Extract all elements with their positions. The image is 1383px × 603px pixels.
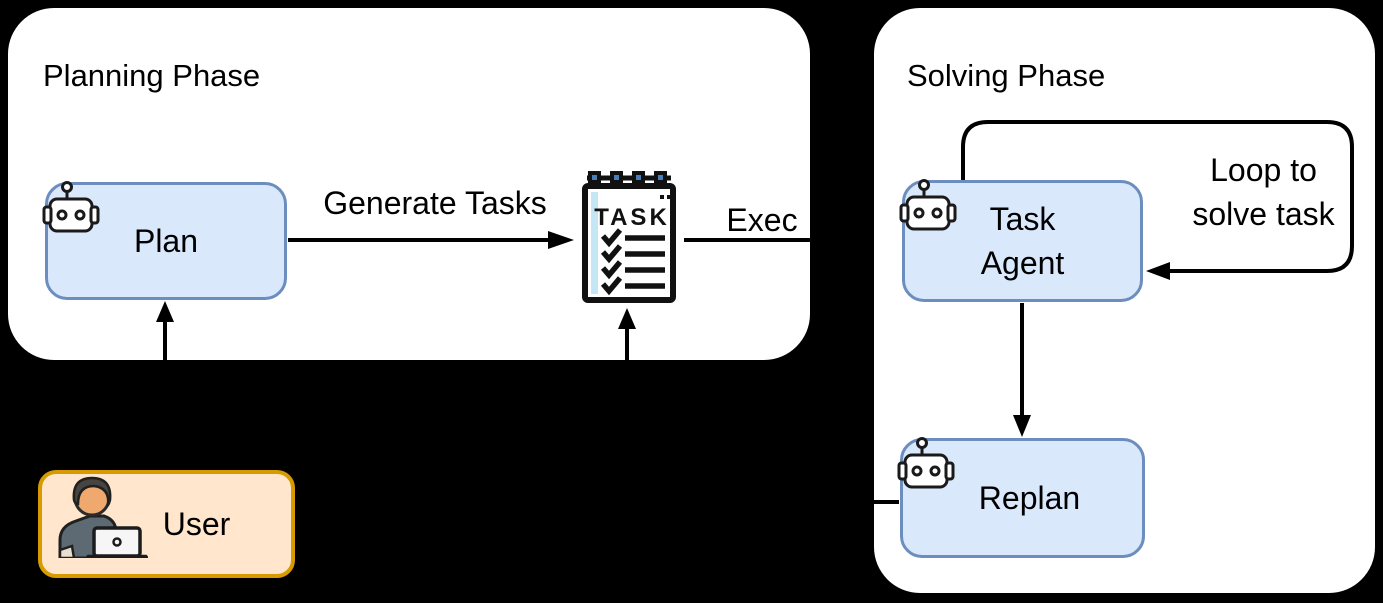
task-list-heading: TASK <box>594 204 670 231</box>
user-label: User <box>162 505 231 542</box>
exec-label: Exec <box>726 202 798 238</box>
solving-phase-title: Solving Phase <box>907 58 1106 93</box>
task-agent-label: Task Agent <box>980 200 1065 281</box>
planning-phase-title: Planning Phase <box>43 58 261 93</box>
loop-label: Loop to solve task <box>1192 152 1335 233</box>
generate-tasks-label: Generate Tasks <box>323 185 547 221</box>
plan-label: Plan <box>133 222 199 259</box>
task-list-icon: TASK <box>582 171 676 303</box>
binder-clips <box>588 171 667 184</box>
checklist-rows <box>600 228 665 296</box>
robot-icon <box>42 181 100 233</box>
robot-icon <box>899 179 957 231</box>
robot-icon <box>897 437 955 489</box>
replan-label: Replan <box>978 479 1081 516</box>
user-laptop-icon <box>58 476 149 558</box>
